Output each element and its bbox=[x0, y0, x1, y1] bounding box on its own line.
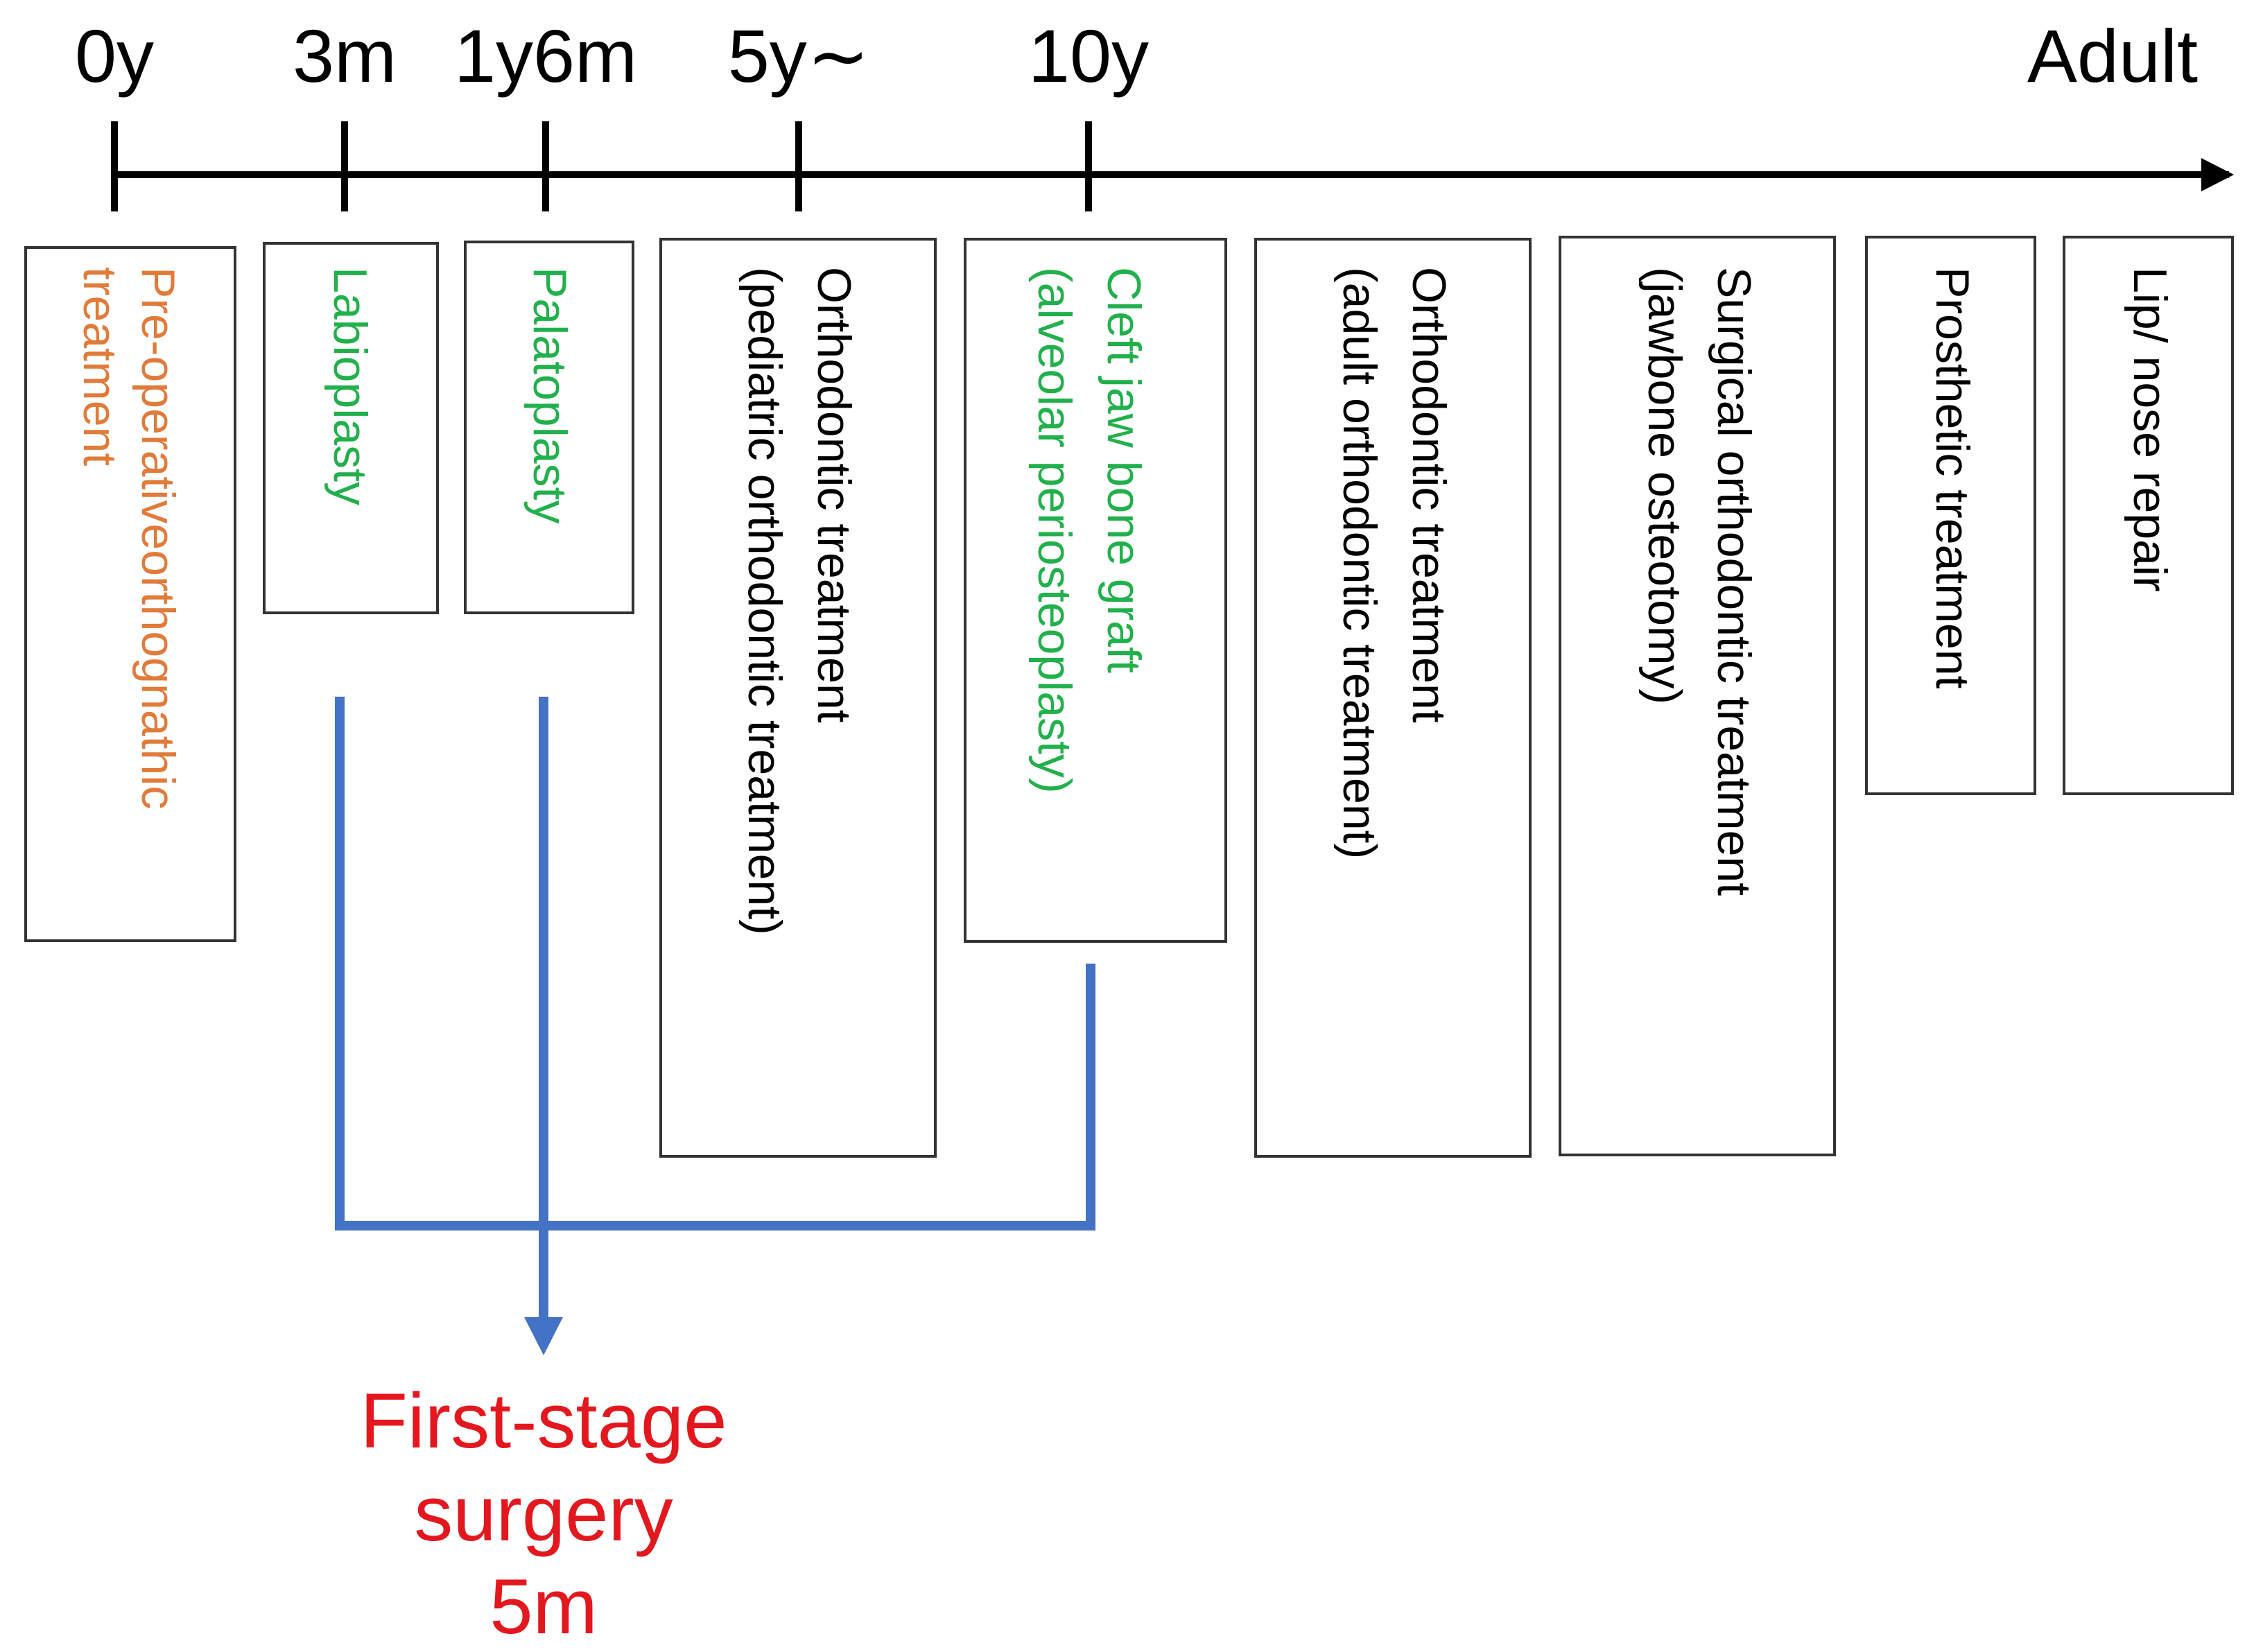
first-stage-label-line2: surgery bbox=[414, 1470, 673, 1557]
box-surgical-orthodontic bbox=[1559, 236, 1836, 1156]
box-labioplasty bbox=[263, 242, 439, 614]
box-label-prosthetic: Prosthetic treatment bbox=[1926, 267, 1979, 689]
box-label-cleft-jaw-line2: (alveolar periosteoplasty) bbox=[1028, 267, 1081, 794]
tick-label-1y6m: 1y6m bbox=[454, 14, 637, 98]
box-palatoplasty bbox=[464, 241, 634, 614]
box-label-ortho-pediatric-line2: (pediatric orthodontic treatment) bbox=[738, 267, 791, 935]
axis-arrowhead bbox=[2201, 158, 2234, 191]
box-label-cleft-jaw-line1: Cleft jaw bone graft bbox=[1098, 267, 1150, 673]
box-label-pre-operative-line1: Pre-operativeorthognathic bbox=[132, 267, 184, 809]
tick-label-3m: 3m bbox=[293, 14, 397, 98]
box-pre-operative-orthognathic bbox=[24, 246, 236, 942]
timeline-end-label: Adult bbox=[2027, 14, 2198, 98]
tick-label-10y: 10y bbox=[1028, 14, 1149, 98]
box-label-ortho-adult-line2: (adult orthodontic treatment) bbox=[1333, 267, 1386, 859]
box-label-lip-nose: Lip/ nose repair bbox=[2124, 267, 2176, 592]
first-stage-label-line1: First-stage bbox=[361, 1377, 727, 1464]
box-label-palatoplasty: Palatoplasty bbox=[523, 267, 576, 523]
box-label-ortho-adult-line1: Orthodontic treatment bbox=[1403, 267, 1455, 723]
box-orthodontic-adult bbox=[1254, 238, 1532, 1158]
box-orthodontic-pediatric bbox=[659, 238, 937, 1158]
box-label-surgical-line2: (jawbone osteotomy) bbox=[1638, 267, 1691, 704]
first-stage-label-line3: 5m bbox=[489, 1563, 598, 1650]
first-stage-bracket bbox=[335, 697, 1095, 1231]
box-label-surgical-line1: Surgical orthodontic treatment bbox=[1708, 267, 1760, 896]
box-cleft-jaw-bone-graft bbox=[964, 238, 1227, 943]
tick-label-5y: 5y∼ bbox=[728, 14, 870, 98]
box-label-labioplasty: Labioplasty bbox=[324, 267, 376, 505]
box-label-pre-operative-line2: treatment bbox=[73, 267, 126, 466]
tick-label-0y: 0y bbox=[75, 14, 154, 98]
box-prosthetic bbox=[1865, 236, 2036, 795]
box-lip-nose-repair bbox=[2063, 236, 2234, 795]
first-stage-arrowhead bbox=[524, 1317, 563, 1355]
box-label-ortho-pediatric-line1: Orthodontic treatment bbox=[808, 267, 860, 723]
